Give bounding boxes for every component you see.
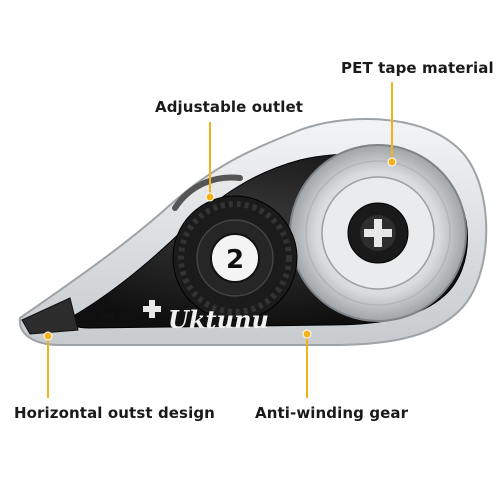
- brand-name: Uktunu: [168, 305, 269, 334]
- label-adjustable-outlet: Adjustable outlet: [155, 98, 304, 116]
- label-pet-tape-material: PET tape material: [341, 59, 494, 77]
- label-anti-winding-gear: Anti-winding gear: [255, 404, 409, 422]
- dial-mark: 3: [104, 296, 112, 309]
- dial-number: 2: [226, 245, 244, 275]
- plus-cross-icon: [364, 219, 392, 247]
- outlet-ring: [172, 174, 243, 211]
- plus-cross-icon: [143, 300, 161, 318]
- anti-winding-gear: 2: [172, 195, 298, 321]
- label-horizontal-outst-design: Horizontal outst design: [14, 404, 215, 422]
- dial-slot: [100, 313, 114, 319]
- tape-tip: [21, 297, 79, 335]
